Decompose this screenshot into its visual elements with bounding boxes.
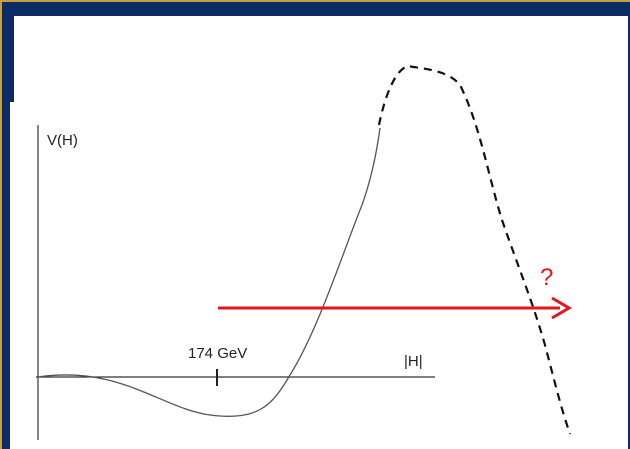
content-area <box>10 102 628 449</box>
question-mark: ? <box>540 264 553 291</box>
dashed-curve <box>377 64 572 435</box>
tunneling-arrow-head <box>551 296 572 320</box>
y-axis-label: V(H) <box>47 132 78 149</box>
title-area <box>14 16 628 104</box>
tick-label-174-gev: 174 GeV <box>188 345 247 362</box>
x-axis-label: |H| <box>404 353 423 370</box>
potential-curve <box>37 127 381 417</box>
